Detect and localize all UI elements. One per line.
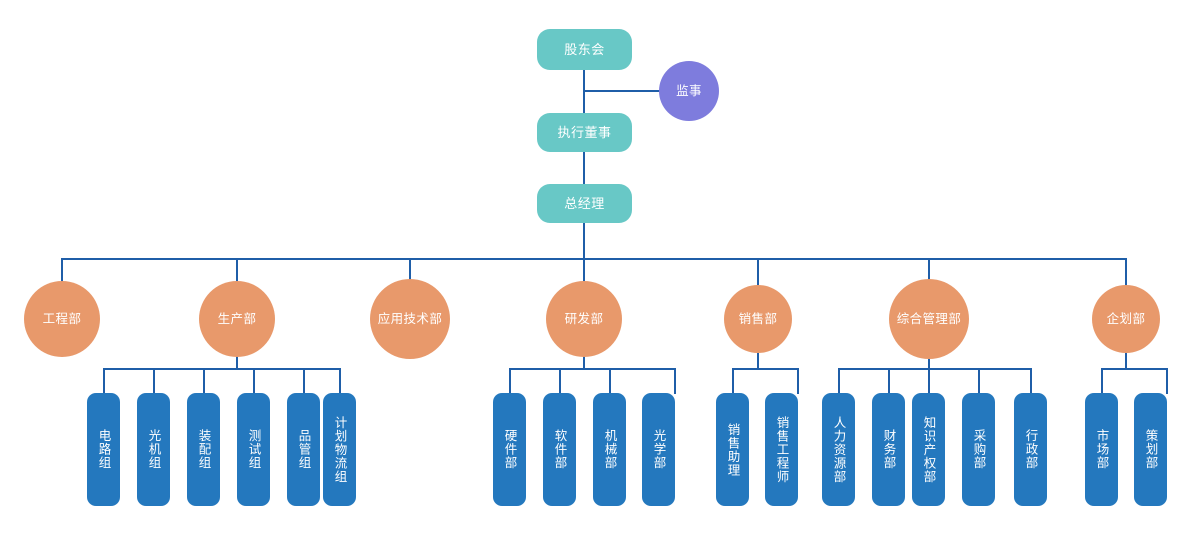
drop-electrical-team [103, 368, 105, 394]
connector-shareholders-to-bus [583, 70, 585, 92]
node-label: 工程部 [42, 311, 82, 326]
stem-rnd [583, 356, 585, 369]
node-dept-hardware[interactable]: 硬件部 [493, 393, 526, 506]
drop-ip-dept [928, 368, 930, 394]
node-dept-software[interactable]: 软件部 [543, 393, 576, 506]
node-dept-market[interactable]: 市场部 [1085, 393, 1118, 506]
node-executive-director[interactable]: 执行董事 [537, 113, 632, 152]
node-label: 综合管理部 [896, 311, 962, 326]
node-shareholders-meeting[interactable]: 股东会 [537, 29, 632, 70]
drop-to-application-tech [409, 258, 411, 280]
connector-bus-to-director [583, 90, 585, 114]
node-department-sales[interactable]: 销售部 [724, 285, 792, 353]
node-label: 生产部 [217, 311, 257, 326]
node-department-general-management[interactable]: 综合管理部 [889, 279, 969, 359]
node-supervisor[interactable]: 监事 [659, 61, 719, 121]
drop-sales-engineer [797, 368, 799, 394]
stem-sales [757, 353, 759, 369]
drop-finance-dept [888, 368, 890, 394]
node-team-quality-control[interactable]: 品管组 [287, 393, 320, 506]
node-team-planning-logistics[interactable]: 计划物流组 [323, 393, 356, 506]
drop-qc-team [303, 368, 305, 394]
drop-market-dept [1101, 368, 1103, 394]
node-label: 监事 [676, 83, 702, 98]
drop-to-rnd [583, 258, 585, 282]
stem-general-management [928, 358, 930, 369]
drop-to-production [236, 258, 238, 282]
connector-manager-to-mainbus [583, 223, 585, 259]
sub-bus-general-management [838, 368, 1031, 370]
node-label: 总经理 [564, 196, 605, 211]
drop-optomech-team [153, 368, 155, 394]
node-dept-intellectual-property[interactable]: 知识产权部 [912, 393, 945, 506]
drop-optics-dept [674, 368, 676, 394]
node-department-rnd[interactable]: 研发部 [546, 281, 622, 357]
connector-director-to-manager [583, 152, 585, 185]
drop-hr-dept [838, 368, 840, 394]
drop-to-general-management [928, 258, 930, 280]
sub-bus-planning [1101, 368, 1168, 370]
node-department-planning[interactable]: 企划部 [1092, 285, 1160, 353]
sub-bus-production [103, 368, 340, 370]
node-label: 股东会 [564, 42, 605, 57]
drop-assembly-team [203, 368, 205, 394]
node-dept-optics[interactable]: 光学部 [642, 393, 675, 506]
node-team-assembly[interactable]: 装配组 [187, 393, 220, 506]
drop-to-engineering [61, 258, 63, 282]
node-dept-finance[interactable]: 财务部 [872, 393, 905, 506]
node-department-engineering[interactable]: 工程部 [24, 281, 100, 357]
node-general-manager[interactable]: 总经理 [537, 184, 632, 223]
stem-planning [1125, 353, 1127, 369]
node-team-optomechanical[interactable]: 光机组 [137, 393, 170, 506]
stem-production [236, 356, 238, 369]
node-label: 研发部 [564, 311, 604, 326]
node-team-test[interactable]: 测试组 [237, 393, 270, 506]
drop-mechanical-dept [609, 368, 611, 394]
drop-test-team [253, 368, 255, 394]
drop-software-dept [559, 368, 561, 394]
node-label: 销售部 [738, 311, 778, 326]
drop-procurement-dept [978, 368, 980, 394]
sub-bus-sales [732, 368, 799, 370]
drop-sales-assistant [732, 368, 734, 394]
node-dept-administration[interactable]: 行政部 [1014, 393, 1047, 506]
node-team-electrical[interactable]: 电路组 [87, 393, 120, 506]
node-dept-strategy[interactable]: 策划部 [1134, 393, 1167, 506]
node-label: 执行董事 [557, 125, 612, 140]
node-dept-human-resources[interactable]: 人力资源部 [822, 393, 855, 506]
node-label: 企划部 [1106, 311, 1146, 326]
node-role-sales-engineer[interactable]: 销售工程师 [765, 393, 798, 506]
node-department-production[interactable]: 生产部 [199, 281, 275, 357]
drop-strategy-dept [1166, 368, 1168, 394]
drop-hardware-dept [509, 368, 511, 394]
sub-bus-rnd [509, 368, 675, 370]
node-dept-procurement[interactable]: 采购部 [962, 393, 995, 506]
connector-supervisor-branch [583, 90, 660, 92]
node-label: 应用技术部 [377, 311, 443, 326]
node-department-application-tech[interactable]: 应用技术部 [370, 279, 450, 359]
node-dept-mechanical[interactable]: 机械部 [593, 393, 626, 506]
drop-to-sales [757, 258, 759, 286]
drop-admin-dept [1030, 368, 1032, 394]
drop-to-planning [1125, 258, 1127, 286]
drop-logistics-team [339, 368, 341, 394]
node-role-sales-assistant[interactable]: 销售助理 [716, 393, 749, 506]
main-department-bus [62, 258, 1127, 260]
